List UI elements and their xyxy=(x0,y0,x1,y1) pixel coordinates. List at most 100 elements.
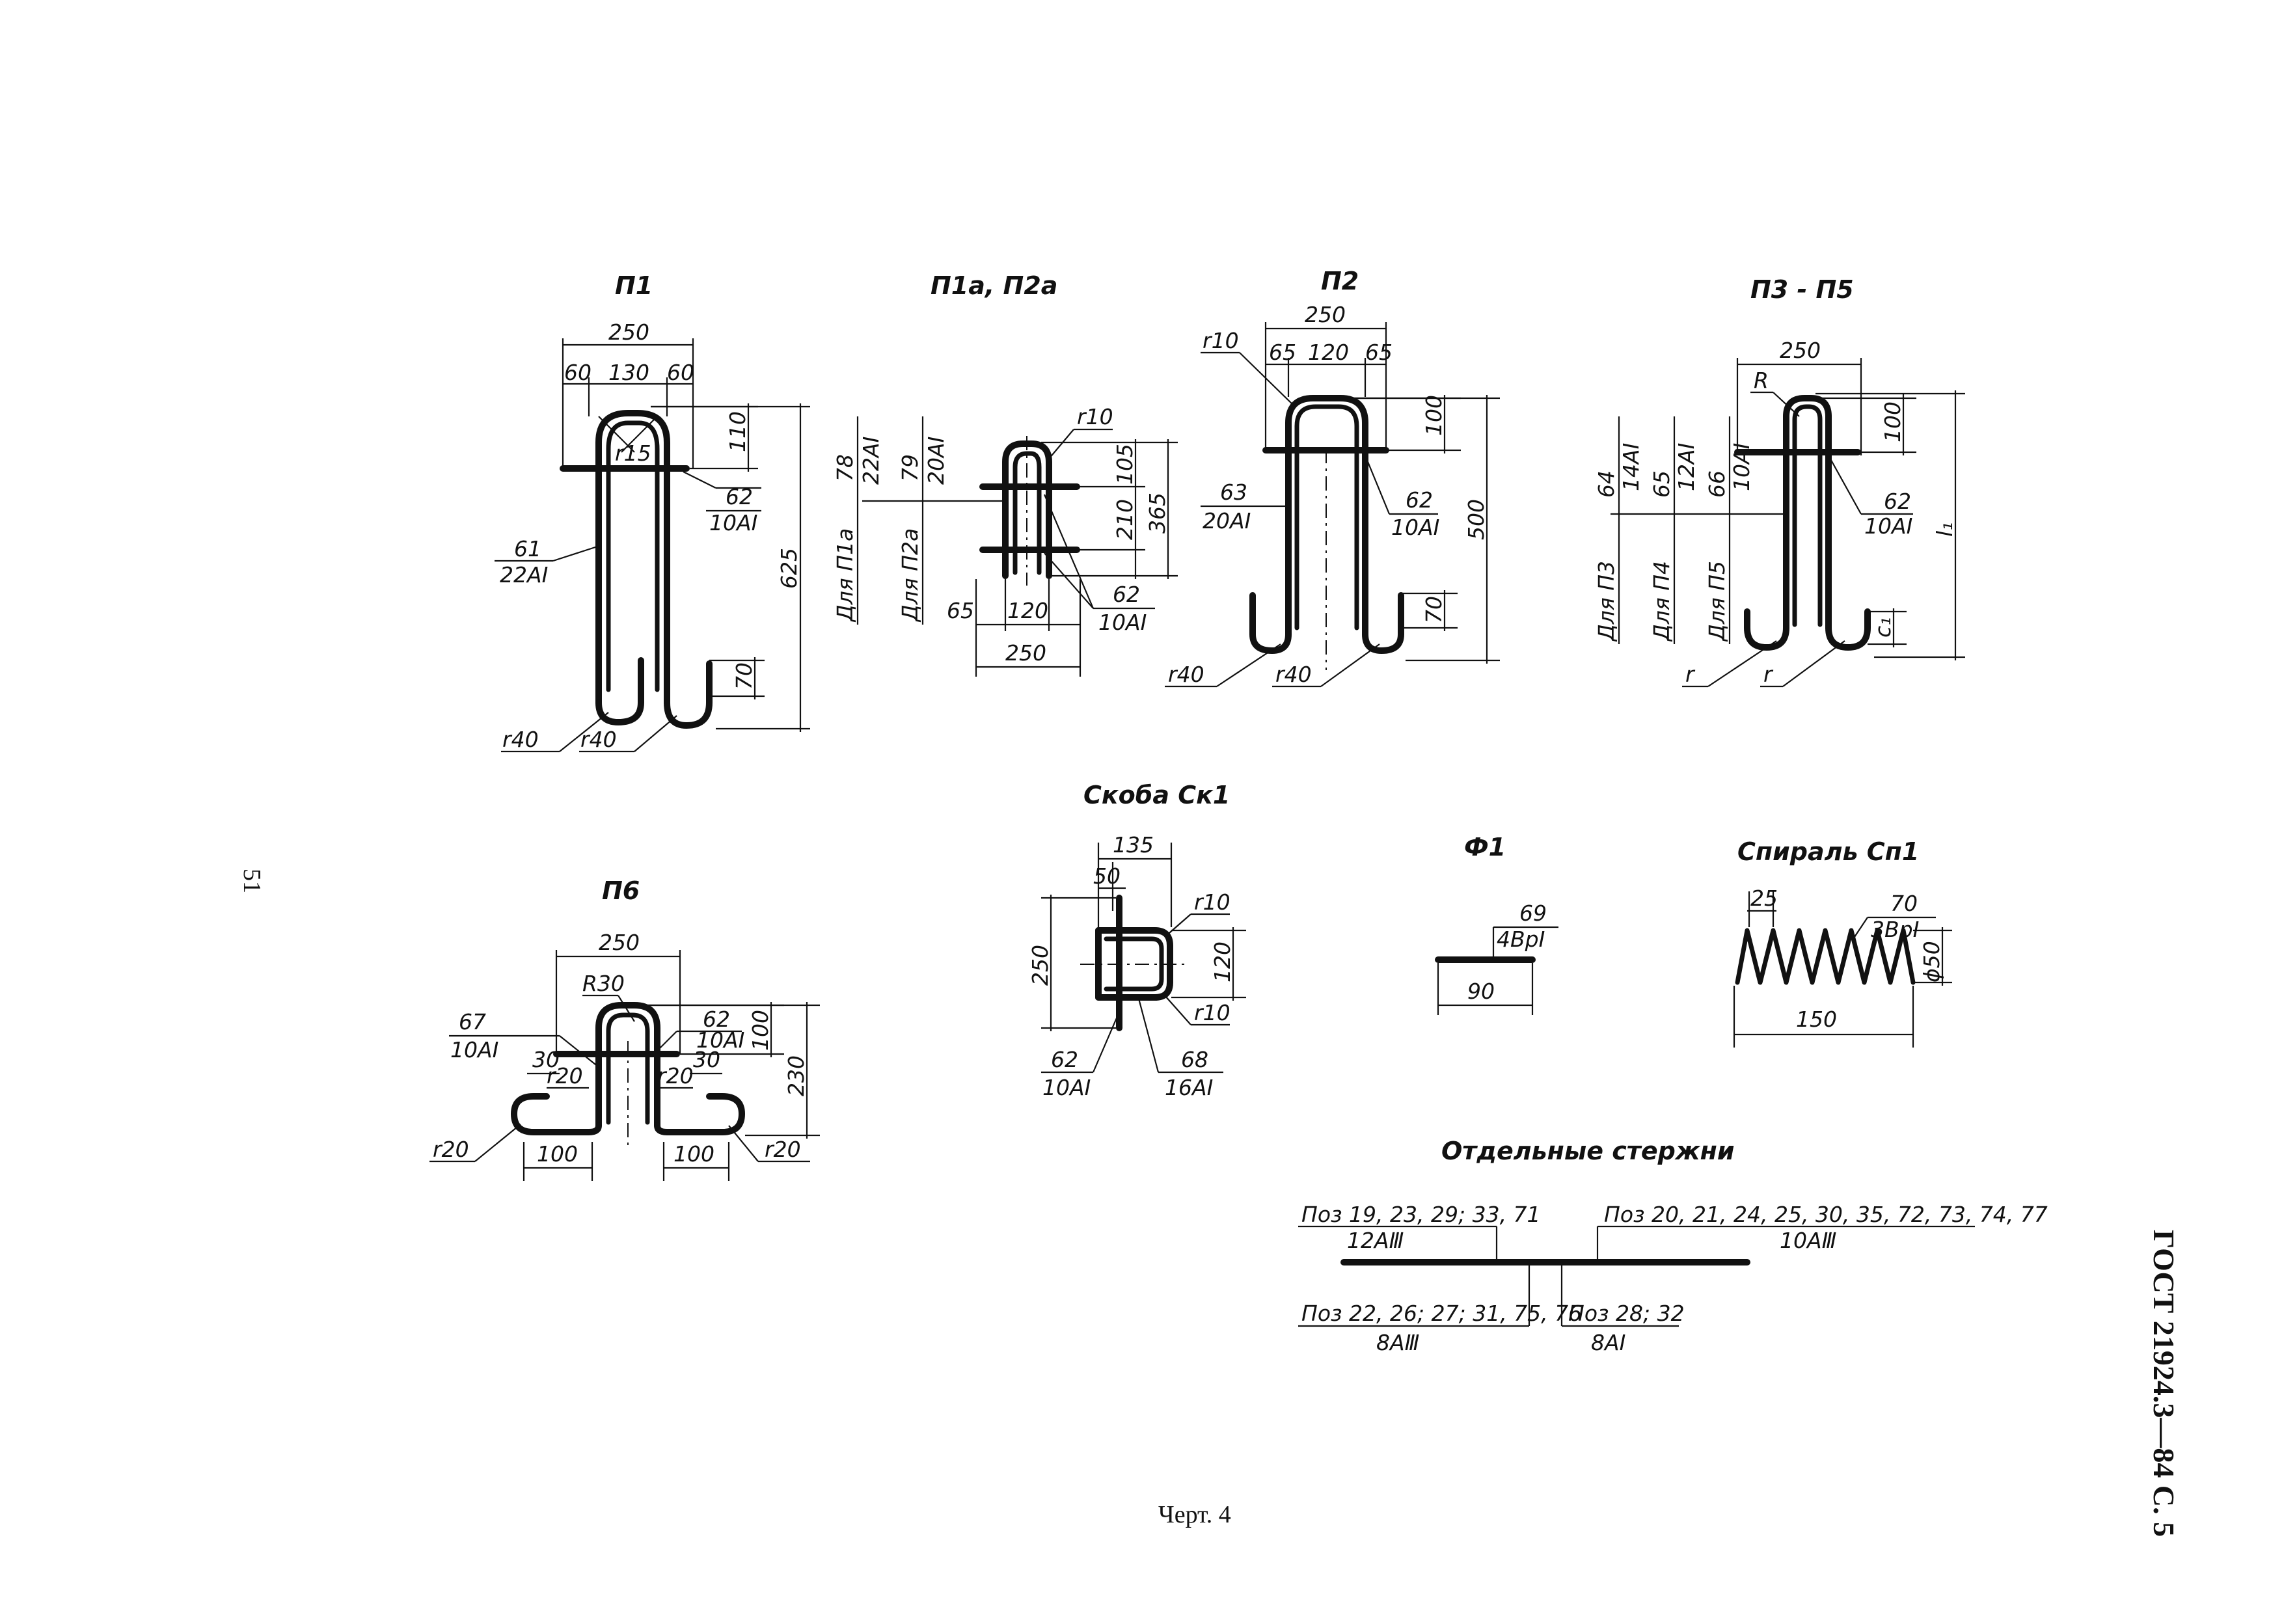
p1-hook-left xyxy=(595,657,644,725)
p3-pos64: 64 xyxy=(1594,470,1619,498)
p1-r15: r15 xyxy=(615,440,651,466)
p6-dim-100a: 100 xyxy=(537,1141,578,1167)
p6-foot-right xyxy=(654,1093,745,1135)
p3-label-p5: Для П5 xyxy=(1704,561,1730,642)
standard-label: ГОСТ 21924.3—84 С. 5 xyxy=(2147,1230,2181,1537)
p6-dim-230: 230 xyxy=(783,1055,809,1096)
p3-label-p3: Для П3 xyxy=(1594,561,1619,642)
p3-hook-left xyxy=(1744,608,1789,651)
p1-pos62: 62 xyxy=(726,484,753,509)
p1a-steel79: 20AI xyxy=(923,437,949,485)
p1-dim-60b: 60 xyxy=(667,360,694,385)
p1-dim-625: 625 xyxy=(776,548,802,589)
figure-p1a-p2a: П1а, П2а 105 210 365 r10 65 120 250 62 1… xyxy=(832,271,1178,677)
ck1-dim-50: 50 xyxy=(1093,863,1121,889)
rods-steel-c: 8АⅢ xyxy=(1376,1330,1419,1355)
sp1-spiral xyxy=(1735,928,1916,985)
p3-pos66: 66 xyxy=(1704,470,1730,498)
p3-dim-100: 100 xyxy=(1880,401,1905,442)
ck1-title: Скоба Ск1 xyxy=(1083,781,1230,809)
p1-dim-130: 130 xyxy=(608,360,649,385)
p3-inner xyxy=(1792,404,1823,627)
p6-title: П6 xyxy=(602,876,640,905)
p1-dim-250: 250 xyxy=(608,319,649,345)
ck1-dim-135: 135 xyxy=(1113,832,1154,858)
ck1-steel68: 16AI xyxy=(1165,1075,1213,1100)
sp1-title: Спираль Сп1 xyxy=(1737,837,1919,866)
p6-r20d: r20 xyxy=(765,1137,801,1162)
p3-R: R xyxy=(1754,368,1769,393)
figure-p2: П2 250 65 120 65 r10 100 500 70 63 xyxy=(1165,267,1500,688)
p1a-pos79: 79 xyxy=(897,454,923,481)
p2-dim-120: 120 xyxy=(1308,340,1349,365)
rods-steel-d: 8АI xyxy=(1591,1330,1625,1355)
rods-title: Отдельные стержни xyxy=(1441,1137,1735,1165)
p1a-dim-210: 210 xyxy=(1112,499,1137,540)
p1a-dim-365: 365 xyxy=(1145,493,1170,534)
p1a-steel62: 10AI xyxy=(1098,610,1147,635)
p3-steel64: 14AI xyxy=(1618,443,1644,491)
p3-pos62: 62 xyxy=(1884,489,1911,514)
rods-pos-d: Поз 28; 32 xyxy=(1568,1301,1685,1326)
p6-bar-67 xyxy=(595,1002,660,1129)
p1a-pos78: 78 xyxy=(832,454,858,481)
p6-steel67: 10AI xyxy=(450,1037,498,1062)
p3-r-a: r xyxy=(1685,662,1696,687)
p6-dim-100v: 100 xyxy=(748,1010,773,1051)
p3-title: П3 - П5 xyxy=(1750,275,1854,304)
p6-r20c: r20 xyxy=(433,1137,469,1162)
p6-R30: R30 xyxy=(582,971,625,996)
p3-pos65: 65 xyxy=(1649,470,1674,498)
figure-ck1: Скоба Ск1 135 50 250 120 r10 r10 62 10AI… xyxy=(1027,781,1246,1100)
p2-title: П2 xyxy=(1321,267,1359,295)
p3-bar xyxy=(1783,395,1832,631)
figure-f1: Ф1 69 4ВрI 90 xyxy=(1435,833,1558,1015)
p1a-inner xyxy=(1013,451,1042,575)
ck1-steel62: 10AI xyxy=(1042,1075,1091,1100)
p1-r40a: r40 xyxy=(502,727,539,752)
p3-label-p4: Для П4 xyxy=(1649,561,1674,642)
p1-hook-right xyxy=(664,660,713,729)
f1-title: Ф1 xyxy=(1464,833,1506,861)
p1a-pos62: 62 xyxy=(1113,582,1140,607)
p2-r40b: r40 xyxy=(1275,662,1312,687)
p3-hook-right xyxy=(1825,608,1871,651)
p2-pos62: 62 xyxy=(1406,487,1433,513)
figure-p1: П1 250 60 130 60 110 625 70 r15 62 xyxy=(495,271,810,753)
p6-inner xyxy=(606,1012,650,1125)
p1a-title: П1а, П2а xyxy=(931,271,1057,300)
ck1-r10b: r10 xyxy=(1194,1000,1230,1025)
p6-dim-30a: 30 xyxy=(532,1047,560,1072)
p6-foot-left xyxy=(511,1093,602,1135)
ck1-dim-120: 120 xyxy=(1210,941,1235,982)
p6-r20b: r20 xyxy=(657,1063,694,1089)
p6-dim-100b: 100 xyxy=(673,1141,714,1167)
sp1-dim-25: 25 xyxy=(1750,886,1778,911)
p3-dim-250: 250 xyxy=(1780,338,1821,363)
p3-dim-c1: c₁ xyxy=(1870,617,1896,638)
sp1-steel: 3ВрI xyxy=(1871,917,1919,942)
page-number: 51 xyxy=(238,869,265,893)
p1-dim-110: 110 xyxy=(725,411,750,452)
ck1-dim-250: 250 xyxy=(1027,945,1053,986)
p1-inner-loop xyxy=(606,420,660,692)
sp1-dim-50: ϕ50 xyxy=(1919,941,1944,982)
p1-steel62: 10AI xyxy=(709,510,757,535)
ck1-pos68: 68 xyxy=(1181,1047,1208,1072)
p3-steel65: 12AI xyxy=(1674,443,1699,491)
p6-steel62: 10AI xyxy=(696,1027,744,1053)
ck1-inner xyxy=(1104,936,1164,992)
p1a-dim-120: 120 xyxy=(1007,598,1048,623)
p2-hook-left xyxy=(1249,592,1292,654)
p2-r40a: r40 xyxy=(1168,662,1204,687)
p1-dim-70: 70 xyxy=(731,662,757,690)
p2-dim-65b: 65 xyxy=(1365,340,1393,365)
p1-steel61: 22AI xyxy=(500,562,548,588)
p1-title: П1 xyxy=(615,271,653,300)
p2-steel63: 20AI xyxy=(1203,508,1251,534)
p1-bar-61 xyxy=(595,410,670,706)
figure-sp1: Спираль Сп1 25 70 3ВрI ϕ50 150 xyxy=(1733,837,1952,1048)
figure-p6: П6 250 R30 67 10AI 62 10AI 100 230 30 30 xyxy=(429,876,820,1181)
p1a-label-p2a: Для П2а xyxy=(897,528,923,623)
